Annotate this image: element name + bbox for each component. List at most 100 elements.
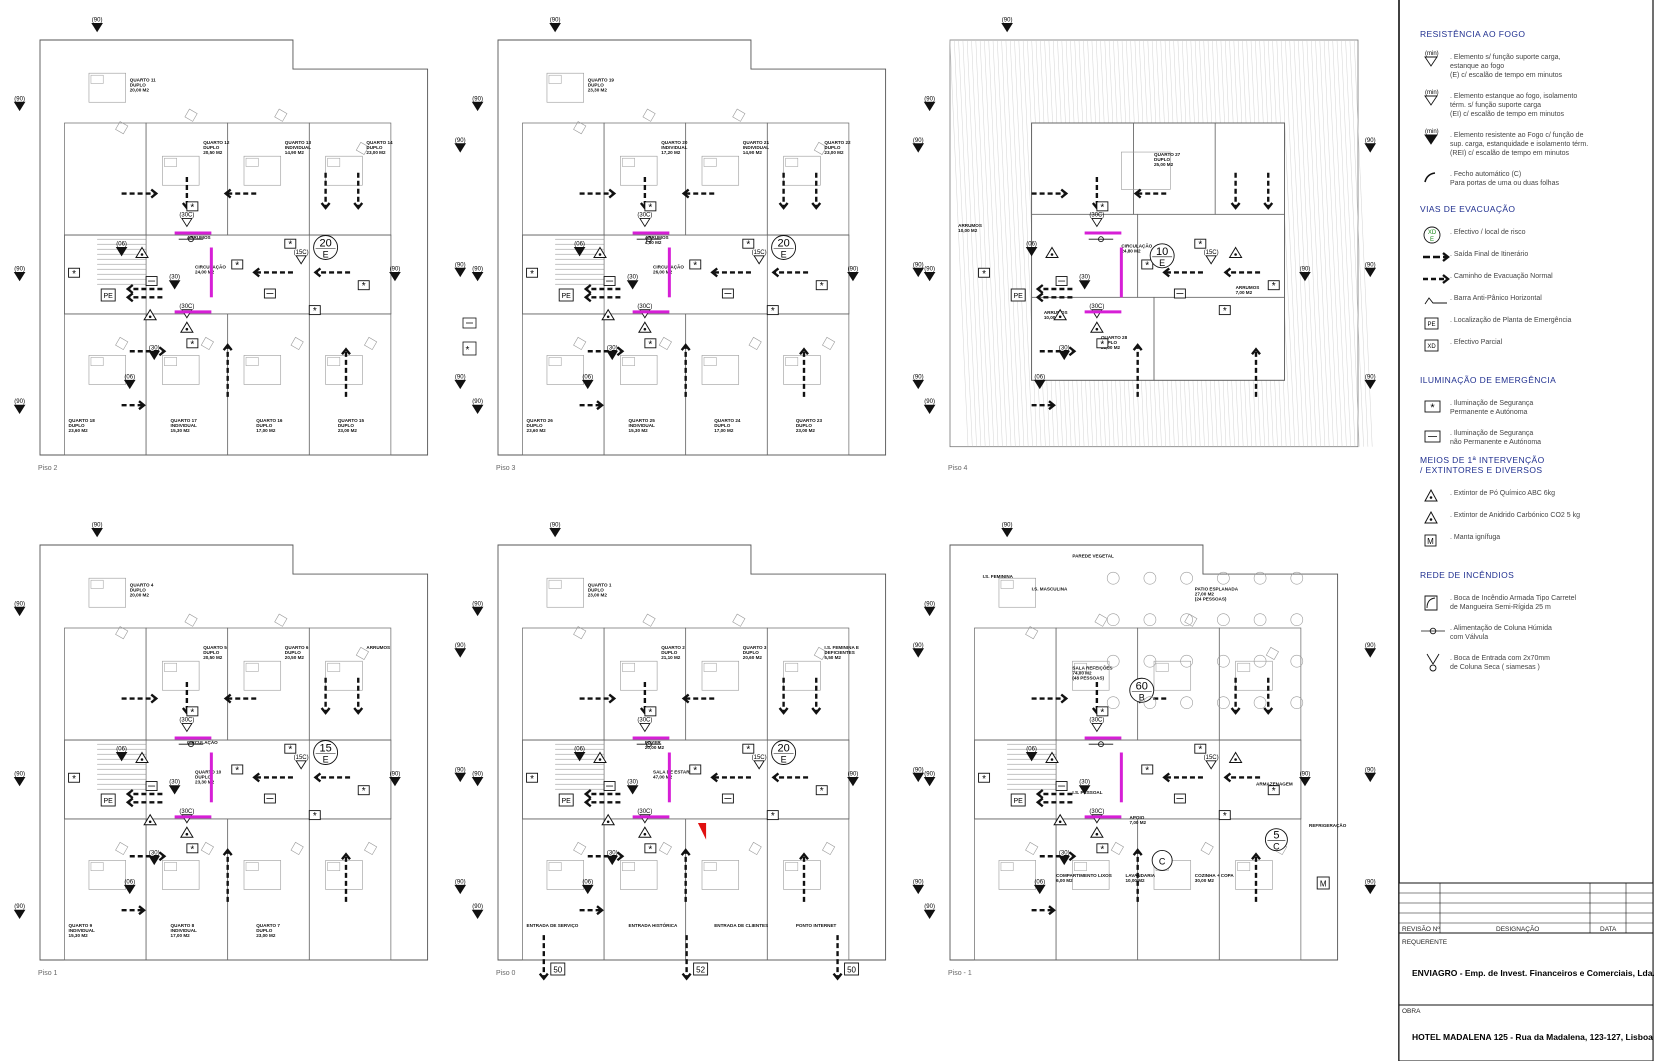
asterisk-icon: * <box>362 786 366 797</box>
legend-section-title: REDE DE INCÊNDIOS <box>1420 570 1514 580</box>
fire-resistance-triangle <box>454 379 467 390</box>
fire-resistance-label: (06) <box>124 374 135 380</box>
extinguisher-dot <box>606 820 610 824</box>
evacuation-arrow-head <box>799 852 809 860</box>
armchair-icon <box>658 841 672 856</box>
bed-icon <box>243 860 282 890</box>
fire-resistance-triangle <box>581 379 594 390</box>
asterisk-icon: * <box>1100 844 1104 855</box>
fire-resistance-label: (90) <box>455 879 466 885</box>
fire-resistance-label: (30C) <box>637 212 652 218</box>
room-label: DUPLO <box>285 650 302 655</box>
armchair-icon <box>1184 613 1198 627</box>
fire-resistance-triangle <box>1078 280 1091 290</box>
emergency-plan-icon <box>1424 317 1439 330</box>
fire-resistance-label: (90) <box>14 96 25 102</box>
requerente-label: REQUERENTE <box>1402 939 1448 946</box>
extinguisher-dot <box>1095 327 1099 331</box>
fire-resistance-triangle <box>1364 143 1377 153</box>
armchair-icon <box>642 108 656 122</box>
roof-hatch <box>1302 39 1321 447</box>
pillow-icon <box>785 357 799 366</box>
emergency-light-permanent-icon <box>689 259 702 270</box>
fire-resistance-label: (90) <box>455 262 466 268</box>
risk-category-letter: E <box>781 755 787 765</box>
evacuation-arrow-head <box>252 772 260 783</box>
occupancy-number: 20 <box>319 238 331 250</box>
emergency-light-permanent-icon <box>186 338 199 349</box>
table-icon <box>1143 696 1157 709</box>
table-icon <box>1180 654 1193 668</box>
fire-resistance-triangle <box>1205 760 1217 770</box>
pillow-icon <box>90 579 104 589</box>
occupancy-circle-small <box>1151 849 1173 871</box>
table-icon <box>1217 613 1230 626</box>
bed-icon <box>1235 660 1273 691</box>
legend-item-text: . Efectivo / local de risco <box>1450 229 1526 236</box>
evacuation-arrow-head <box>150 188 159 199</box>
room-label: QUARTO 21 <box>743 140 770 145</box>
pillow-icon <box>1000 579 1014 589</box>
room-label: COMPARTIMENTO LIXOS <box>1056 873 1112 878</box>
roof-hatch <box>1010 39 1029 447</box>
emergency-light-permanent-icon <box>308 810 321 821</box>
min-label: (min) <box>1425 90 1439 96</box>
room-label: QUARTO 23 <box>796 418 823 423</box>
room-label: 23,60 M2 <box>527 428 547 433</box>
pe-text: PE <box>1427 322 1435 328</box>
emergency-light-permanent-icon <box>644 706 657 717</box>
table-icon <box>1290 696 1304 709</box>
room-label: INDIVIDUAL <box>629 423 655 428</box>
room-label: 23,30 M2 <box>195 779 215 784</box>
room-label: LAVANDARIA <box>1125 873 1155 878</box>
evacuation-arrow-head <box>341 347 351 355</box>
evacuation-arrow-head <box>583 797 592 808</box>
emergency-light-permanent-icon <box>978 267 991 278</box>
occupancy-circle <box>771 235 797 260</box>
room-label: DUPLO <box>588 83 605 88</box>
evacuation-arrow-head <box>680 848 691 856</box>
roof-hatch <box>1005 39 1025 447</box>
armchair-icon <box>200 336 214 351</box>
fire-resistance-label: (30) <box>1059 850 1070 856</box>
asterisk-icon: * <box>313 811 317 822</box>
entrance-width-label: 52 <box>696 966 705 975</box>
extinguisher-icon <box>637 321 652 333</box>
armchair-icon <box>1025 841 1039 856</box>
evacuation-arrow-head <box>680 343 691 351</box>
fire-resistance-triangle <box>912 648 925 658</box>
svg-text:*: * <box>466 345 470 356</box>
room-label: DUPLO <box>256 423 273 428</box>
evacuation-arrow-head <box>583 292 592 303</box>
fire-resistance-triangle <box>1001 22 1013 33</box>
asterisk-icon: * <box>1100 707 1104 718</box>
room-label: PATIO ESPLANADA <box>1195 587 1239 592</box>
fire-resistance-label: (90) <box>472 96 483 102</box>
extinguisher-dot <box>1050 253 1054 256</box>
roof-hatch <box>1323 39 1343 447</box>
extinguisher-dot <box>1058 820 1062 824</box>
fire-resistance-label: (90) <box>1365 374 1376 380</box>
fire-resistance-triangle <box>923 606 936 617</box>
armchair-icon <box>573 626 587 640</box>
evacuation-arrow-head <box>1263 707 1274 715</box>
evacuation-arrow-head <box>320 202 331 210</box>
armchair-icon <box>822 841 836 856</box>
bed-icon <box>546 72 584 103</box>
armchair-icon <box>364 336 378 351</box>
title-block: REVISÃO Nº DESIGNAÇÃO DATA REQUERENTE EN… <box>1398 882 1654 1061</box>
fire-resistance-label: (90) <box>913 262 924 268</box>
room-label: 23,60 M2 <box>69 428 89 433</box>
fire-resistance-label: (90) <box>455 374 466 380</box>
fire-resistance-triangle <box>471 404 484 415</box>
extinguisher-icon <box>135 246 149 258</box>
fire-resistance-triangle <box>454 267 467 278</box>
fire-resistance-label: (90) <box>472 399 483 405</box>
pillow-icon <box>245 862 259 871</box>
roof-hatch <box>1280 39 1300 447</box>
extinguisher-icon <box>1228 751 1243 763</box>
extinguisher-dot <box>1429 496 1433 499</box>
fire-resistance-triangle <box>1091 218 1103 228</box>
extinguisher-icon <box>1089 321 1104 333</box>
